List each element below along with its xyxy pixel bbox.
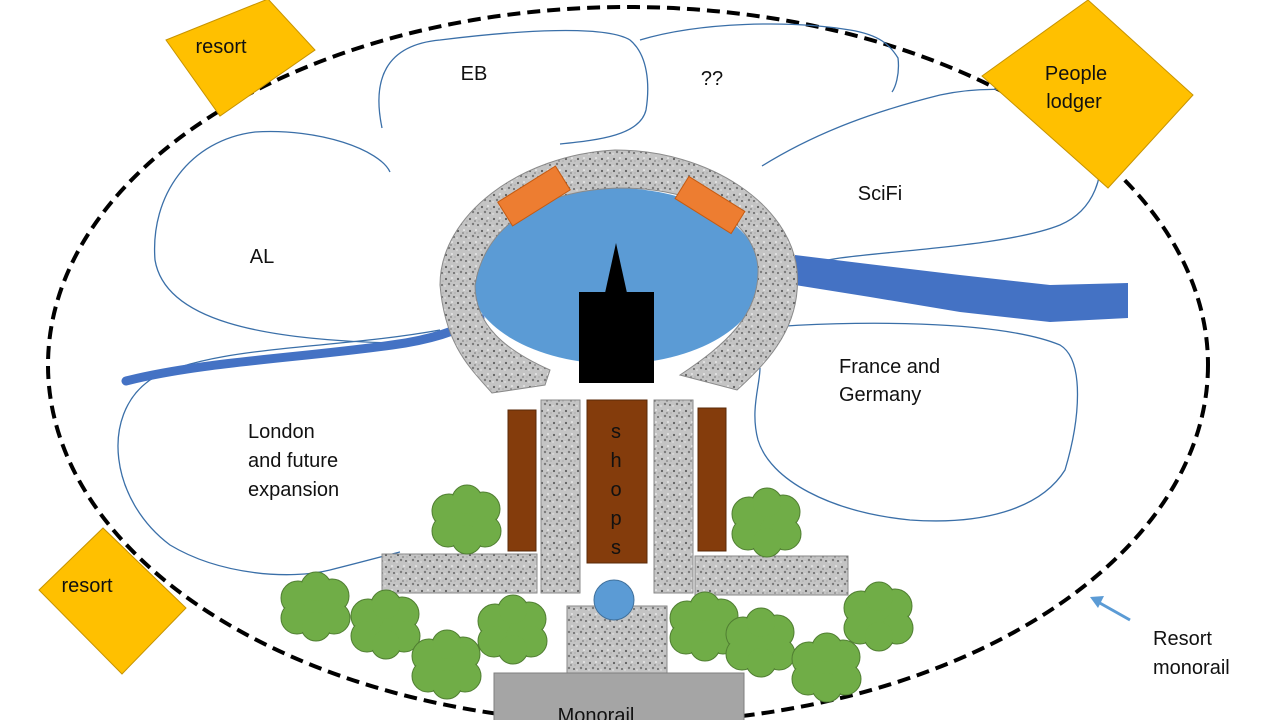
trees-group (280, 484, 914, 703)
france-germany-land-outline (754, 322, 1079, 522)
horseshoe-path (439, 149, 799, 394)
resort-bottom-left: resort (38, 527, 187, 675)
tree-icon (431, 484, 502, 555)
unknown-area-label: ?? (701, 68, 723, 90)
resort-bottom-label: resort (61, 575, 113, 597)
al-label: AL (250, 246, 274, 268)
al-land-outline (153, 130, 446, 344)
shops-building (586, 399, 648, 564)
east-river (795, 255, 1128, 322)
people-lodger-resort: People lodger (981, 0, 1194, 189)
east-plaza-path (694, 555, 849, 596)
tree-icon (725, 607, 796, 678)
main-street-left-path (540, 399, 581, 594)
london-line2: and future (248, 450, 338, 472)
tree-icon (791, 632, 862, 703)
castle-icon (579, 243, 654, 383)
tree-icon (477, 594, 548, 665)
london-line3: expansion (248, 479, 339, 501)
shops-letter-4: p (610, 508, 621, 530)
tree-icon (843, 581, 914, 652)
right-building (674, 175, 746, 235)
resort-top-left: resort (165, 0, 316, 117)
shops-letter-2: h (610, 450, 621, 472)
tree-icon (411, 629, 482, 700)
fountain-icon (593, 579, 635, 621)
people-lodger-line1: People (1045, 63, 1107, 85)
west-river (121, 313, 485, 386)
london-land-outline (117, 329, 441, 576)
scifi-label: SciFi (858, 183, 902, 205)
monorail-station (493, 672, 745, 720)
west-plaza-path (381, 553, 538, 594)
right-shop-building (697, 407, 727, 552)
left-building (497, 165, 571, 227)
arrow-icon (1090, 596, 1131, 622)
resort-top-label: resort (195, 36, 247, 58)
tree-icon (350, 589, 421, 660)
resort-monorail-line2: monorail (1153, 657, 1230, 679)
france-germany-line1: France and (839, 356, 940, 378)
tree-icon (731, 487, 802, 558)
people-lodger-line2: lodger (1046, 91, 1102, 113)
resort-monorail-track (46, 5, 1210, 720)
shops-letter-1: s (611, 421, 621, 443)
eb-label: EB (461, 63, 488, 85)
monorail-label: Monorail (558, 705, 635, 720)
london-line1: London (248, 421, 315, 443)
resort-monorail-line1: Resort (1153, 628, 1212, 650)
shops-letter-5: s (611, 537, 621, 559)
unknown-land-outline (639, 23, 900, 93)
main-street-right-path (653, 399, 694, 594)
left-shop-building (507, 409, 537, 552)
france-germany-line2: Germany (839, 384, 921, 406)
eb-land-outline (378, 29, 649, 145)
tree-icon (280, 571, 351, 642)
shops-letter-3: o (610, 479, 621, 501)
